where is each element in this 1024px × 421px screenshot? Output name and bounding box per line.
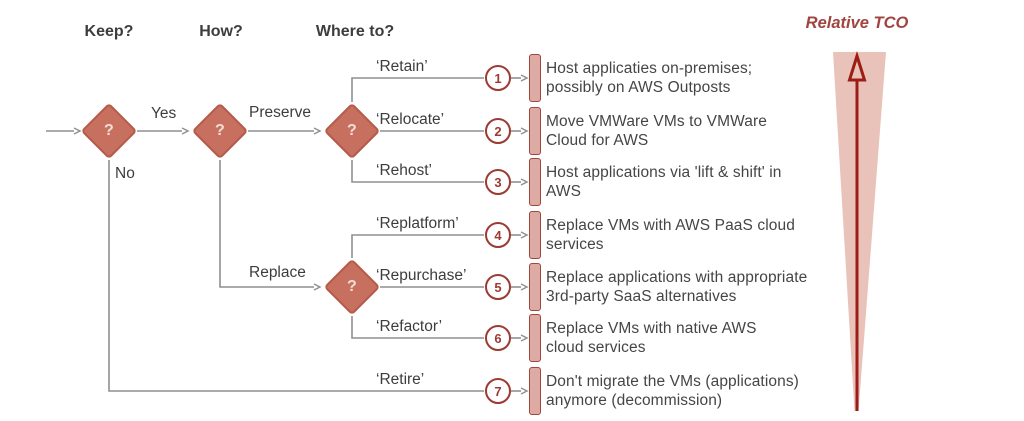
step-circle-2: 2	[485, 118, 511, 144]
arrowhead-preserve-icon	[313, 127, 322, 135]
arrowhead-bar4-icon	[520, 231, 529, 239]
tco-bar-1	[529, 54, 541, 102]
tco-axis-label: Relative TCO	[805, 14, 909, 32]
column-header-whereto: Where to?	[315, 23, 395, 40]
question-mark: ?	[347, 278, 357, 295]
branch-label-retire: ‘Retire’	[376, 371, 425, 388]
arrowhead-bar5-icon	[520, 283, 529, 291]
tco-funnel-shape	[833, 52, 886, 411]
column-header-keep: Keep?	[84, 23, 134, 40]
step-circle-5: 5	[485, 274, 511, 300]
branch-label-retain: ‘Retain’	[376, 58, 428, 75]
branch-desc-refactor: Replace VMs with native AWS cloud servic…	[546, 320, 757, 356]
edge-label-yes: Yes	[151, 105, 177, 122]
question-mark: ?	[104, 122, 114, 139]
branch-label-repurchase: ‘Repurchase’	[376, 267, 467, 284]
step-circle-3: 3	[485, 169, 511, 195]
tco-bar-6	[529, 314, 541, 362]
step-circle-4: 4	[485, 222, 511, 248]
edge-replatform	[351, 234, 484, 258]
branch-label-rehost: ‘Rehost’	[376, 162, 432, 179]
edge-refactor	[351, 316, 484, 339]
edge-retain	[351, 77, 484, 102]
column-header-how: How?	[199, 23, 243, 40]
arrowhead-bar6-icon	[520, 334, 529, 342]
edge-label-replace: Replace	[249, 264, 306, 281]
step-number: 6	[494, 330, 502, 346]
step-circle-6: 6	[485, 325, 511, 351]
arrowhead-bar1-icon	[520, 74, 529, 82]
tco-bar-3	[529, 158, 541, 206]
question-mark: ?	[347, 122, 357, 139]
tco-bar-2	[529, 107, 541, 155]
edge-keep-no-retire	[108, 160, 484, 392]
arrowhead-yes-icon	[181, 127, 190, 135]
tco-bar-5	[529, 263, 541, 311]
branch-label-refactor: ‘Refactor’	[376, 318, 443, 335]
branch-desc-retain: Host applicaties on-premises; possibly o…	[546, 60, 753, 96]
arrowhead-entry-icon	[73, 127, 82, 135]
edge-how-replace	[219, 160, 314, 288]
edge-rehost	[351, 160, 484, 183]
branch-desc-relocate: Move VMWare VMs to VMWare Cloud for AWS	[546, 113, 767, 149]
arrowhead-bar7-icon	[520, 387, 529, 395]
branch-desc-replatform: Replace VMs with AWS PaaS cloud services	[546, 217, 795, 253]
step-circle-7: 7	[485, 378, 511, 404]
arrowhead-bar3-icon	[520, 178, 529, 186]
arrowhead-bar2-icon	[520, 127, 529, 135]
branch-label-replatform: ‘Replatform’	[376, 215, 459, 232]
branch-desc-rehost: Host applications via 'lift & shift' in …	[546, 164, 782, 200]
branch-label-relocate: ‘Relocate’	[376, 111, 445, 128]
step-circle-1: 1	[485, 65, 511, 91]
branch-desc-retire: Don't migrate the VMs (applications) any…	[546, 373, 799, 409]
step-number: 3	[494, 174, 502, 190]
question-mark: ?	[215, 122, 225, 139]
tco-bar-4	[529, 211, 541, 259]
step-number: 4	[494, 227, 502, 243]
branch-desc-repurchase: Replace applications with appropriate 3r…	[546, 269, 808, 305]
step-number: 5	[494, 279, 502, 295]
step-number: 7	[494, 383, 502, 399]
edge-label-no: No	[115, 165, 135, 182]
arrowhead-replace-icon	[313, 283, 322, 291]
tco-bar-7	[529, 367, 541, 415]
step-number: 2	[494, 123, 502, 139]
step-number: 1	[494, 70, 502, 86]
edge-label-preserve: Preserve	[249, 104, 312, 121]
tco-arrowhead-icon	[847, 50, 867, 82]
